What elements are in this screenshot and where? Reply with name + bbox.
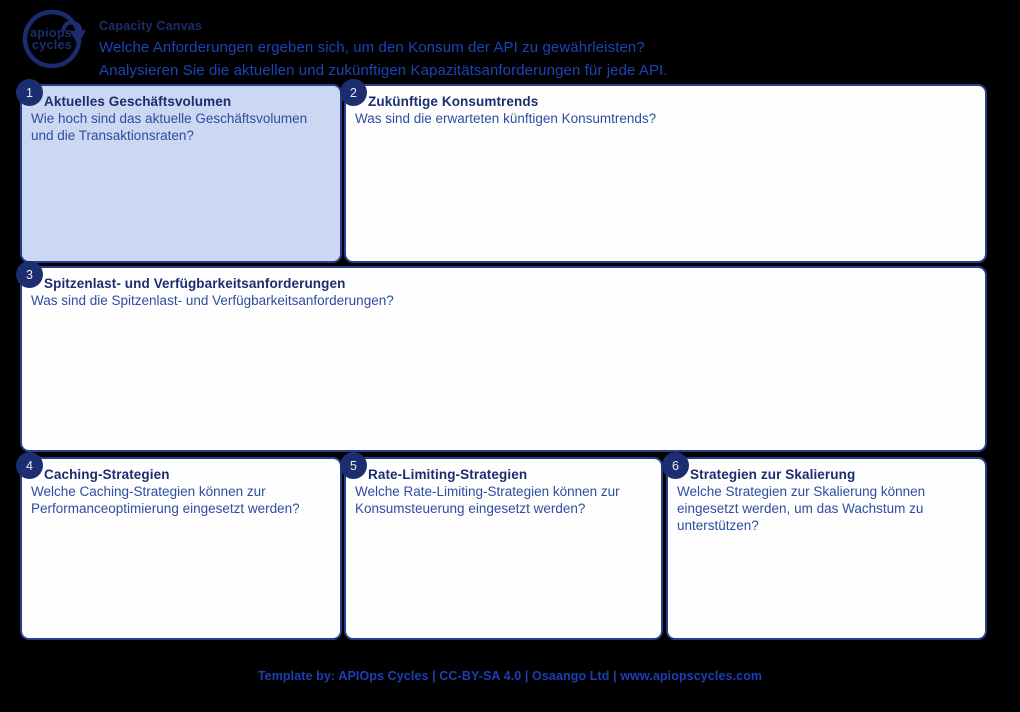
section-title: Strategien zur Skalierung xyxy=(690,467,856,482)
canvas-subtitle-2: Analysieren Sie die aktuellen und zukünf… xyxy=(99,62,668,79)
section-question: Welche Rate-Limiting-Strategien können z… xyxy=(355,484,620,516)
section-strategien-zur-skalierung[interactable]: 6 Strategien zur Skalierung Welche Strat… xyxy=(662,452,987,640)
section-title: Rate-Limiting-Strategien xyxy=(368,467,528,482)
section-title: Aktuelles Geschäftsvolumen xyxy=(44,94,232,109)
section-question: Welche Caching-Strategien können zur Per… xyxy=(31,484,300,516)
section-title: Caching-Strategien xyxy=(44,467,170,482)
canvas-subtitle-1: Welche Anforderungen ergeben sich, um de… xyxy=(99,39,645,56)
section-question: Welche Strategien zur Skalierung können … xyxy=(677,484,926,533)
canvas-title: Capacity Canvas xyxy=(99,19,203,33)
section-title: Zukünftige Konsumtrends xyxy=(368,94,539,109)
section-title: Spitzenlast- und Verfügbarkeitsanforderu… xyxy=(44,276,346,291)
section-spitzenlast-verfuegbarkeit[interactable]: 3 Spitzenlast- und Verfügbarkeitsanforde… xyxy=(16,261,987,452)
logo-text-line1: apiops xyxy=(30,26,72,40)
section-rate-limiting-strategien[interactable]: 5 Rate-Limiting-Strategien Welche Rate-L… xyxy=(340,452,663,640)
circular-arrow-logo-icon: apiops cycles xyxy=(22,9,86,69)
section-number-badge: 5 xyxy=(340,452,367,479)
logo-text-line2: cycles xyxy=(32,38,72,52)
section-question: Was sind die Spitzenlast- und Verfügbark… xyxy=(31,293,394,308)
section-zukuenftige-konsumtrends[interactable]: 2 Zukünftige Konsumtrends Was sind die e… xyxy=(340,79,987,263)
section-number-badge: 6 xyxy=(662,452,689,479)
header: Capacity Canvas Welche Anforderungen erg… xyxy=(99,19,668,79)
section-aktuelles-geschaeftsvolumen[interactable]: 1 Aktuelles Geschäftsvolumen Wie hoch si… xyxy=(16,79,342,263)
section-caching-strategien[interactable]: 4 Caching-Strategien Welche Caching-Stra… xyxy=(16,452,342,640)
section-number-badge: 1 xyxy=(16,79,43,106)
section-number-badge: 4 xyxy=(16,452,43,479)
section-question: Was sind die erwarteten künftigen Konsum… xyxy=(355,111,657,126)
section-number-badge: 3 xyxy=(16,261,43,288)
section-number-badge: 2 xyxy=(340,79,367,106)
attribution-footer: Template by: APIOps Cycles | CC-BY-SA 4.… xyxy=(257,669,763,683)
apiops-cycles-logo: apiops cycles xyxy=(18,3,90,73)
section-question: Wie hoch sind das aktuelle Geschäftsvolu… xyxy=(31,111,308,143)
